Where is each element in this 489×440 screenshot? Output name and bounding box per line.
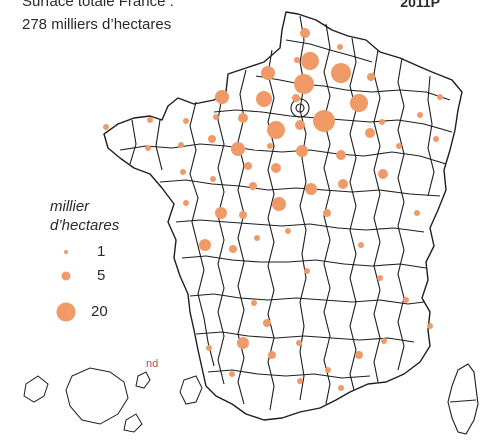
department-bubble [304, 268, 310, 274]
department-bubble [323, 209, 331, 217]
department-bubble [261, 66, 275, 80]
legend-label-1: 1 [97, 243, 106, 260]
department-bubble [215, 207, 227, 219]
department-bubble [239, 211, 247, 219]
department-bubble [237, 337, 249, 349]
dom-inset-4 [179, 375, 203, 405]
department-bubble [285, 228, 291, 234]
department-bubble [292, 94, 300, 102]
department-bubble [350, 94, 368, 112]
legend-label-20: 20 [91, 303, 108, 320]
department-bubble [403, 297, 409, 303]
department-bubble [213, 114, 219, 120]
legend-symbol-5 [61, 271, 71, 281]
legend-title-line-1: millier [50, 198, 90, 215]
nd-label: nd [146, 358, 159, 370]
department-bubble [215, 90, 229, 104]
department-bubble [381, 338, 387, 344]
dom-inset-1 [23, 375, 49, 403]
legend-label-5: 5 [97, 267, 106, 284]
legend-symbol-20 [56, 302, 76, 322]
department-bubble [325, 367, 331, 373]
department-bubble [238, 113, 248, 123]
department-bubble [229, 371, 235, 377]
bubble-layer [103, 28, 443, 391]
department-bubble [256, 91, 272, 107]
department-bubble [296, 340, 302, 346]
department-bubble [433, 136, 439, 142]
dom-inset-3 [135, 371, 151, 389]
department-bubble [294, 74, 314, 94]
department-bubble [313, 110, 335, 132]
department-boundaries [119, 15, 453, 411]
department-bubble [417, 112, 423, 118]
dom-inset-2 [65, 367, 129, 425]
department-bubble [336, 150, 346, 160]
legend-title-line-2: d’hectares [50, 217, 120, 234]
department-bubble [271, 163, 281, 173]
department-bubble [199, 239, 211, 251]
department-bubble [414, 210, 420, 216]
department-bubble [367, 73, 375, 81]
department-bubble [267, 143, 273, 149]
department-bubble [294, 57, 300, 63]
department-bubble [103, 124, 109, 130]
department-bubble [338, 385, 344, 391]
dom-inset-5 [123, 413, 143, 433]
department-bubble [296, 145, 308, 157]
department-bubble [300, 28, 310, 38]
legend-symbol-1 [64, 250, 68, 254]
department-bubble [437, 94, 443, 100]
department-bubble [301, 52, 319, 70]
year-label: 2011P [400, 0, 440, 10]
corsica-outline [447, 363, 479, 435]
department-bubble [297, 378, 303, 384]
department-bubble [378, 169, 388, 179]
paris-departments [290, 98, 310, 118]
department-bubble [396, 143, 402, 149]
department-bubble [263, 319, 271, 327]
department-bubble [355, 351, 363, 359]
department-bubble [379, 119, 385, 125]
department-bubble [358, 242, 364, 248]
department-bubble [268, 351, 276, 359]
department-bubble [210, 176, 216, 182]
department-bubble [249, 182, 257, 190]
department-bubble [331, 63, 351, 83]
department-bubble [183, 200, 189, 206]
department-bubble [365, 128, 375, 138]
department-bubble [272, 197, 286, 211]
department-bubble [180, 169, 186, 175]
department-bubble [305, 183, 317, 195]
department-bubble [295, 120, 305, 130]
title-line-1: Surface totale France : [22, 0, 174, 10]
title-line-2: 278 milliers d’hectares [22, 16, 172, 33]
department-bubble [147, 117, 153, 123]
department-bubble [206, 345, 212, 351]
department-bubble [231, 142, 245, 156]
department-bubble [229, 245, 237, 253]
department-bubble [427, 323, 433, 329]
department-bubble [145, 145, 151, 151]
department-bubble [208, 135, 216, 143]
department-bubble [338, 179, 348, 189]
department-bubble [377, 275, 383, 281]
department-bubble [337, 44, 343, 50]
department-bubble [267, 121, 285, 139]
department-bubble [251, 300, 257, 306]
department-bubble [183, 118, 189, 124]
department-bubble [244, 162, 252, 170]
department-bubble [178, 142, 184, 148]
department-bubble [254, 235, 260, 241]
